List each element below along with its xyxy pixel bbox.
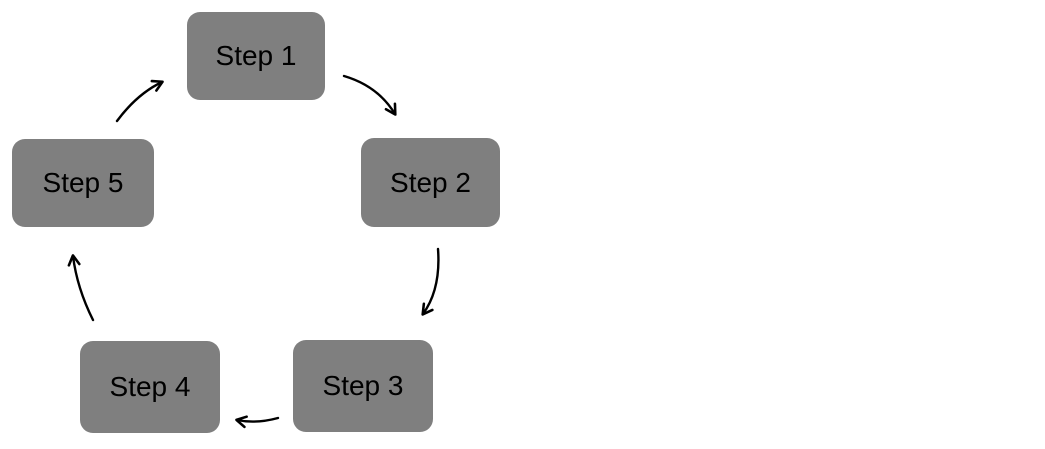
step-5-box: Step 5 — [12, 139, 154, 227]
arrow-step5-to-step1 — [115, 79, 164, 123]
step-2-box: Step 2 — [361, 138, 500, 227]
step-3-box: Step 3 — [293, 340, 433, 432]
step-1-box: Step 1 — [187, 12, 325, 100]
arrow-step1-to-step2 — [342, 74, 397, 116]
arrow-step2-to-step3 — [421, 247, 440, 316]
step-5-label: Step 5 — [42, 167, 124, 198]
step-2-label: Step 2 — [390, 166, 471, 198]
arrow-step4-to-step5 — [67, 254, 95, 322]
step-4-label: Step 4 — [109, 371, 191, 402]
step-4-box: Step 4 — [80, 341, 220, 433]
step-1-label: Step 1 — [215, 40, 297, 71]
step-3-label: Step 3 — [322, 370, 404, 401]
arrow-step3-to-step4 — [235, 415, 280, 429]
